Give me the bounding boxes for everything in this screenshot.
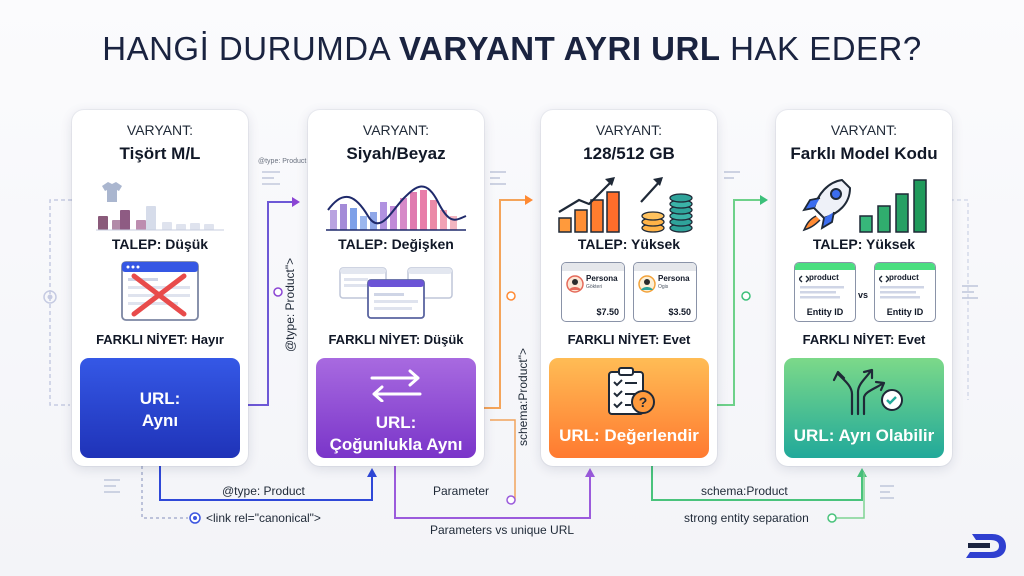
card-4-label: VARYANT: [830,122,898,138]
url-box-1-line-2: Aynı [141,411,179,430]
loop-parameter [394,466,591,519]
card-2-niyet: FARKLI NİYET: Düşük [328,332,464,347]
broken-page-icon [121,261,199,321]
flow-label-entity-separation: strong entity separation [684,511,809,525]
faint-node-left [43,290,57,304]
low-demand-bars [98,206,214,230]
flow-label-canonical: <link rel="canonical"> [206,511,321,525]
rocket-icon [802,178,852,232]
product-entity-card-1: product Entity ID [794,262,856,322]
card-3-talep: TALEP: Yüksek [577,236,681,252]
rotated-label-type-product: @type: Product"> [283,257,297,352]
loop-orange [490,419,516,501]
connector-node-2-3 [506,291,516,301]
flow-label-type-product: @type: Product [222,484,305,498]
url-box-3-line-1: URL: Değerlendir [559,426,699,445]
url-box-2-line-2: Çoğunlukla Aynı [329,435,463,454]
persona-icon [566,275,584,293]
faint-connector-left [49,199,72,406]
product-1-name: product [809,273,839,282]
card-4-talep: TALEP: Yüksek [812,236,916,252]
swap-arrows-icon [370,369,422,402]
card-3-value: 128/512 GB [583,144,675,163]
flow-label-parameters-vs: Parameters vs unique URL [430,523,575,537]
product-entity-card-2: product Entity ID [874,262,936,322]
product-2-lines [880,286,924,299]
persona-2-sub: Ogis [658,284,669,290]
page-title: HANGİ DURUMDA VARYANT AYRI URL HAK EDER? [0,30,1024,68]
persona-1-sub: Gökteri [586,284,603,290]
connector-3-4 [716,199,766,406]
loop-canonical [141,466,188,519]
growth-bars [859,179,927,233]
card-color: VARYANT: Siyah/Beyaz TALEP: Değişken FAR… [308,110,484,466]
url-box-2-line-1: URL: [375,413,417,432]
product-2-name: product [889,273,919,282]
loop-schema [651,466,863,501]
card-4-value: Farklı Model Kodu [790,144,938,163]
card-3-niyet: FARKLI NİYET: Evet [567,332,691,347]
product-1-id: Entity ID [806,307,844,317]
svg-text:?: ? [639,394,648,410]
card-tshirt: VARYANT: Tişört M/L TALEP: Düşük FARKLI … [72,110,248,466]
browser-windows-icon [339,267,453,319]
card-2-label: VARYANT: [362,122,430,138]
url-box-same: URL: Aynı [80,358,240,458]
connector-2-3 [482,199,531,409]
title-part-2: HAK EDER? [720,30,922,67]
card-1-niyet: FARKLI NİYET: Hayır [96,332,224,347]
persona-2-price: $3.50 [668,307,691,317]
flow-label-schema-product: schema:Product [701,484,788,498]
url-box-separate: URL: Ayrı Olabilir [784,358,944,458]
code-icon [799,275,809,283]
code-icon [879,275,889,283]
card-1-talep: TALEP: Düşük [111,236,209,252]
vs-label: vs [858,290,869,300]
card-2-value: Siyah/Beyaz [346,144,446,163]
flow-label-parameter: Parameter [433,484,490,498]
coin-stacks-icon [641,193,693,233]
card-1-value: Tişört M/L [119,144,201,163]
persona-1-price: $7.50 [596,307,619,317]
product-2-id: Entity ID [886,307,924,317]
url-box-mostly-same: URL: Çoğunlukla Aynı [316,358,476,458]
high-demand-chart [558,177,693,233]
loop-entity [828,472,865,519]
logo-icon [966,534,1006,558]
connector-node-1-2 [273,287,283,297]
card-4-niyet: FARKLI NİYET: Evet [802,332,926,347]
title-part-1: HANGİ DURUMDA [102,30,399,67]
product-1-lines [800,286,844,299]
persona-2-name: Persona [658,274,690,283]
connector-node-3-4 [741,291,751,301]
faint-lines-icon [104,171,978,499]
variable-demand-chart [326,185,467,231]
persona-icon [638,275,656,293]
rotated-label-schema-product: schema:Product"> [516,348,530,446]
card-1-label: VARYANT: [126,122,194,138]
persona-1-name: Persona [586,274,618,283]
checklist-question-icon: ? [608,367,655,415]
high-demand-bars [558,191,620,233]
url-box-evaluate: ? URL: Değerlendir [549,358,709,458]
tshirt-icon [96,182,224,231]
title-part-bold: VARYANT AYRI URL [398,30,721,67]
faint-label-type: @type: Product [258,158,307,165]
connector-1-2 [248,201,298,406]
persona-card-1: Persona Gökteri $7.50 [561,262,625,322]
card-storage: VARYANT: 128/512 GB TALEP: Yüksek Person… [541,110,717,466]
card-model-code: VARYANT: Farklı Model Kodu TALEP: Yüksek… [776,110,952,466]
url-box-1-line-1: URL: [139,389,181,408]
split-arrows-icon [832,368,903,416]
url-box-4-line-1: URL: Ayrı Olabilir [793,426,935,445]
card-2-talep: TALEP: Değişken [338,236,454,252]
persona-card-2: Persona Ogis $3.50 [633,262,697,322]
card-3-label: VARYANT: [595,122,663,138]
loop-type-product [159,466,373,501]
